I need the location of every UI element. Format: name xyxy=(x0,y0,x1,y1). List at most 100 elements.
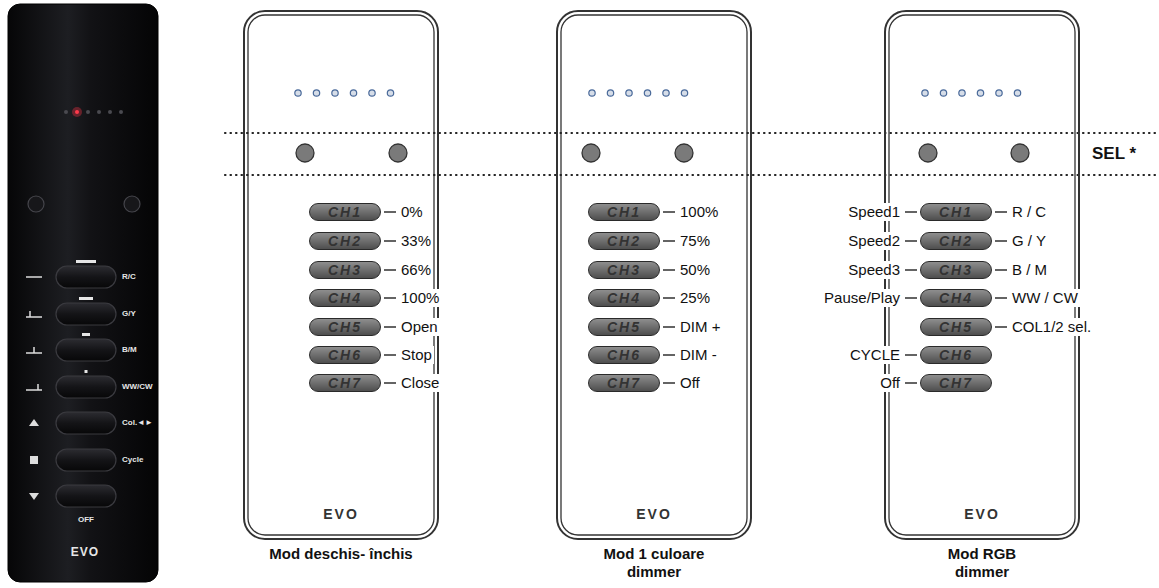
sel-button xyxy=(124,196,140,212)
channel-button: CH5 xyxy=(588,318,660,336)
sel-button xyxy=(919,144,937,162)
leader-line xyxy=(663,269,675,270)
led xyxy=(644,90,650,96)
function-label: 0% xyxy=(399,203,425,221)
brand-logo: EVO xyxy=(636,506,672,522)
function-label: 75% xyxy=(678,232,712,250)
sel-button xyxy=(582,144,600,162)
led xyxy=(663,90,669,96)
button-label: CH6 xyxy=(939,348,973,363)
brand-logo: EVO xyxy=(323,506,359,522)
led xyxy=(97,110,101,114)
leader-line xyxy=(905,240,917,241)
function-label: B / M xyxy=(1010,261,1049,279)
leader-line xyxy=(663,240,675,241)
led xyxy=(350,90,356,96)
led xyxy=(313,90,319,96)
led xyxy=(607,90,613,96)
dotted-line xyxy=(225,174,1159,176)
sel-button xyxy=(675,144,693,162)
channel-button: CH7 xyxy=(588,374,660,392)
channel-button: CH6 xyxy=(309,346,381,364)
function-label: 25% xyxy=(678,289,712,307)
function-label: 50% xyxy=(678,261,712,279)
leader-line xyxy=(663,354,675,355)
function-label: Speed3 xyxy=(846,261,902,279)
sel-button xyxy=(28,196,44,212)
button-label: CH6 xyxy=(328,348,362,363)
channel-button: CH2 xyxy=(588,232,660,250)
button-label: CH3 xyxy=(939,263,973,278)
channel-button: CH6 xyxy=(588,346,660,364)
key-label: Cycle xyxy=(122,455,143,465)
brand-logo: EVO xyxy=(964,506,1000,522)
button-label: CH1 xyxy=(607,205,641,220)
function-label: 66% xyxy=(399,261,433,279)
led xyxy=(64,110,68,114)
function-label: COL1/2 sel. xyxy=(1010,318,1093,336)
button-label: CH5 xyxy=(607,320,641,335)
leader-line xyxy=(905,269,917,270)
leader-line xyxy=(384,326,396,327)
led xyxy=(589,90,595,96)
dotted-line xyxy=(225,132,1159,134)
leader-line xyxy=(384,211,396,212)
leader-line xyxy=(905,211,917,212)
channel-button: CH2 xyxy=(920,232,992,250)
button-label: CH2 xyxy=(939,234,973,249)
key-button xyxy=(56,266,116,288)
key-button xyxy=(56,449,116,471)
channel-button: CH6 xyxy=(920,346,992,364)
level-mark xyxy=(85,370,88,373)
button-label: CH4 xyxy=(328,291,362,306)
button-label: CH2 xyxy=(607,234,641,249)
function-label: Stop xyxy=(399,346,434,364)
leader-line xyxy=(384,269,396,270)
led xyxy=(681,90,687,96)
function-label: 33% xyxy=(399,232,433,250)
function-label: DIM - xyxy=(678,346,719,364)
channel-button: CH5 xyxy=(920,318,992,336)
leader-line xyxy=(905,382,917,383)
remote-photo: R/CG/YB/MWW/CWCol.◄►CycleOFFEVO xyxy=(8,4,158,582)
key-label: R/C xyxy=(122,272,136,282)
key-symbol xyxy=(26,276,42,278)
channel-button: CH2 xyxy=(309,232,381,250)
channel-button: CH4 xyxy=(588,289,660,307)
leader-line xyxy=(663,326,675,327)
channel-button: CH3 xyxy=(920,261,992,279)
mode-caption: Mod 1 culoare dimmer xyxy=(592,545,716,581)
brand-logo: EVO xyxy=(71,545,99,559)
leader-line xyxy=(995,211,1007,212)
key-symbol xyxy=(26,347,42,353)
remote-inner-outline xyxy=(561,15,747,535)
function-label: Close xyxy=(399,374,441,392)
button-label: CH7 xyxy=(328,376,362,391)
led xyxy=(86,110,90,114)
key-button xyxy=(56,412,116,434)
sel-label: SEL * xyxy=(1090,144,1138,164)
function-label: Open xyxy=(399,318,440,336)
channel-button: CH7 xyxy=(920,374,992,392)
led xyxy=(295,90,301,96)
key-symbol xyxy=(26,311,42,317)
key-button xyxy=(56,339,116,361)
leader-line xyxy=(663,297,675,298)
button-label: CH7 xyxy=(939,376,973,391)
leader-line xyxy=(905,297,917,298)
level-mark xyxy=(82,333,90,336)
mode-caption: Mod deschis- închis xyxy=(241,545,441,563)
key-symbol xyxy=(29,419,39,426)
led xyxy=(922,90,928,96)
function-label: G / Y xyxy=(1010,232,1048,250)
remote-body xyxy=(8,4,158,582)
channel-button: CH1 xyxy=(920,203,992,221)
leader-line xyxy=(663,382,675,383)
channel-button: CH3 xyxy=(588,261,660,279)
led xyxy=(959,90,965,96)
channel-button: CH3 xyxy=(309,261,381,279)
leader-line xyxy=(384,240,396,241)
sel-button xyxy=(389,144,407,162)
button-label: CH4 xyxy=(939,291,973,306)
function-label: 100% xyxy=(399,289,441,307)
